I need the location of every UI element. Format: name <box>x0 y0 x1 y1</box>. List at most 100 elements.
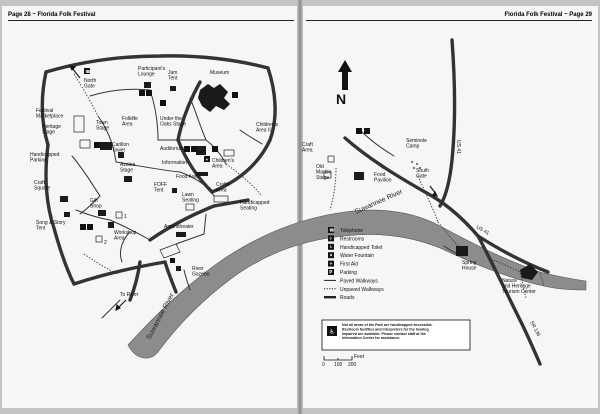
spring-house-building <box>456 246 468 256</box>
legend-item: Roads <box>324 295 355 301</box>
road-label-us41-north: US 41 <box>455 140 461 154</box>
label-line: Seminole <box>406 138 427 144</box>
scale-tick-200: 200 <box>348 362 357 368</box>
label-line: Marketplace <box>36 114 63 120</box>
label-line: Seating <box>182 198 199 204</box>
heritage-outline <box>79 139 91 149</box>
legend-label: Water Fountain <box>340 253 374 259</box>
label-line: Jam <box>168 70 177 76</box>
label-line: River <box>192 266 204 272</box>
north-arrow: N <box>336 60 352 107</box>
label-line: Old <box>316 164 324 170</box>
legend-item: ♿Handicapped Toilet <box>328 243 383 251</box>
label-line: Children's <box>256 122 279 128</box>
legend-item: Unpaved Walkways <box>324 287 384 293</box>
label-line: Not all areas of the Park are handicappe… <box>342 323 433 327</box>
label-line: Tourism Center <box>502 289 536 295</box>
label-amphitheater: Amphitheater <box>164 224 194 230</box>
label-two: 2 <box>104 240 107 246</box>
gate-arrows <box>69 65 439 311</box>
legend-item: ♦ Water Fountain <box>328 252 374 259</box>
seminole-camp-dots <box>411 161 421 169</box>
label-line: Heritage <box>42 124 61 130</box>
legend-glyph: ♦ <box>329 253 333 258</box>
legend-item: Paved Walkways <box>324 278 378 284</box>
museum-restroom-icon <box>232 92 238 98</box>
label-auditorium: Auditorium <box>160 146 184 152</box>
azalea-stage-building <box>124 176 132 182</box>
label-line: Stage <box>120 168 133 174</box>
town-stage-building <box>100 142 112 150</box>
water-fountain-icon <box>328 252 334 259</box>
legend-label: Handicapped Toilet <box>340 245 383 251</box>
label-line: Handicapped <box>240 200 270 206</box>
telephone-icon <box>328 227 334 233</box>
restrooms-icon <box>139 90 145 96</box>
label-line: Restroom facilities and interpreters for… <box>342 327 429 331</box>
craft-square-building <box>60 196 68 202</box>
svg-text:+: + <box>205 157 208 162</box>
label-line: Food Area <box>176 174 199 180</box>
first-aid-icon <box>160 100 166 106</box>
crafts-area-outline <box>213 195 229 203</box>
legend-label: Restrooms <box>340 236 365 242</box>
label-line: Children's <box>212 158 235 164</box>
label-line: Town <box>96 120 108 126</box>
label-line: Pavilion <box>374 178 392 184</box>
label-line: Camp <box>406 144 420 150</box>
museum-building <box>198 84 230 112</box>
legend-label: Parking <box>340 270 357 276</box>
label-line: Information <box>162 160 187 166</box>
accessibility-note: ♿ Not all areas of the Park are handicap… <box>321 319 471 351</box>
legend-item: ⚲Restrooms <box>328 235 365 242</box>
gift-toilet-icon <box>87 224 93 230</box>
first-aid-icon <box>328 260 334 267</box>
outlined-structures <box>73 115 335 259</box>
box-1 <box>115 211 123 219</box>
food-area-building <box>196 172 208 176</box>
amphitheater-building <box>176 232 186 237</box>
jam-tent-building <box>170 86 176 91</box>
lawn-seating-outline <box>185 203 195 211</box>
gift-restroom-icon <box>80 224 86 230</box>
label-line: Song & Story <box>36 220 66 226</box>
label-line: North <box>84 78 96 84</box>
label-line: Area II <box>256 128 271 134</box>
label-line: House <box>462 266 477 272</box>
left-header-rule <box>8 20 294 21</box>
label-line: Museum <box>210 70 229 76</box>
label-line: Folklife <box>122 116 138 122</box>
river-tip <box>539 271 587 291</box>
legend-label: First Aid <box>340 262 358 268</box>
label-line: Gate <box>84 84 95 90</box>
parking-icon <box>328 269 334 275</box>
label-line: Lounge <box>138 72 155 78</box>
label-line: Tent <box>154 188 164 194</box>
label-to-river: To River <box>120 292 139 298</box>
label-line: Area <box>212 164 223 170</box>
legend-label: Paved Walkways <box>340 278 378 284</box>
label-museum: Museum <box>210 70 229 76</box>
legend-glyph: P <box>329 269 332 274</box>
right-restroom-icon <box>356 128 362 134</box>
auditorium-building <box>196 146 206 155</box>
handicapped-toilet-icon <box>328 243 334 250</box>
info-fountain-icon <box>212 146 218 152</box>
scale-tick-100: 100 <box>334 362 343 368</box>
participants-lounge-building <box>144 82 151 88</box>
label-line: Parking <box>30 158 47 164</box>
label-line: Food <box>374 172 386 178</box>
